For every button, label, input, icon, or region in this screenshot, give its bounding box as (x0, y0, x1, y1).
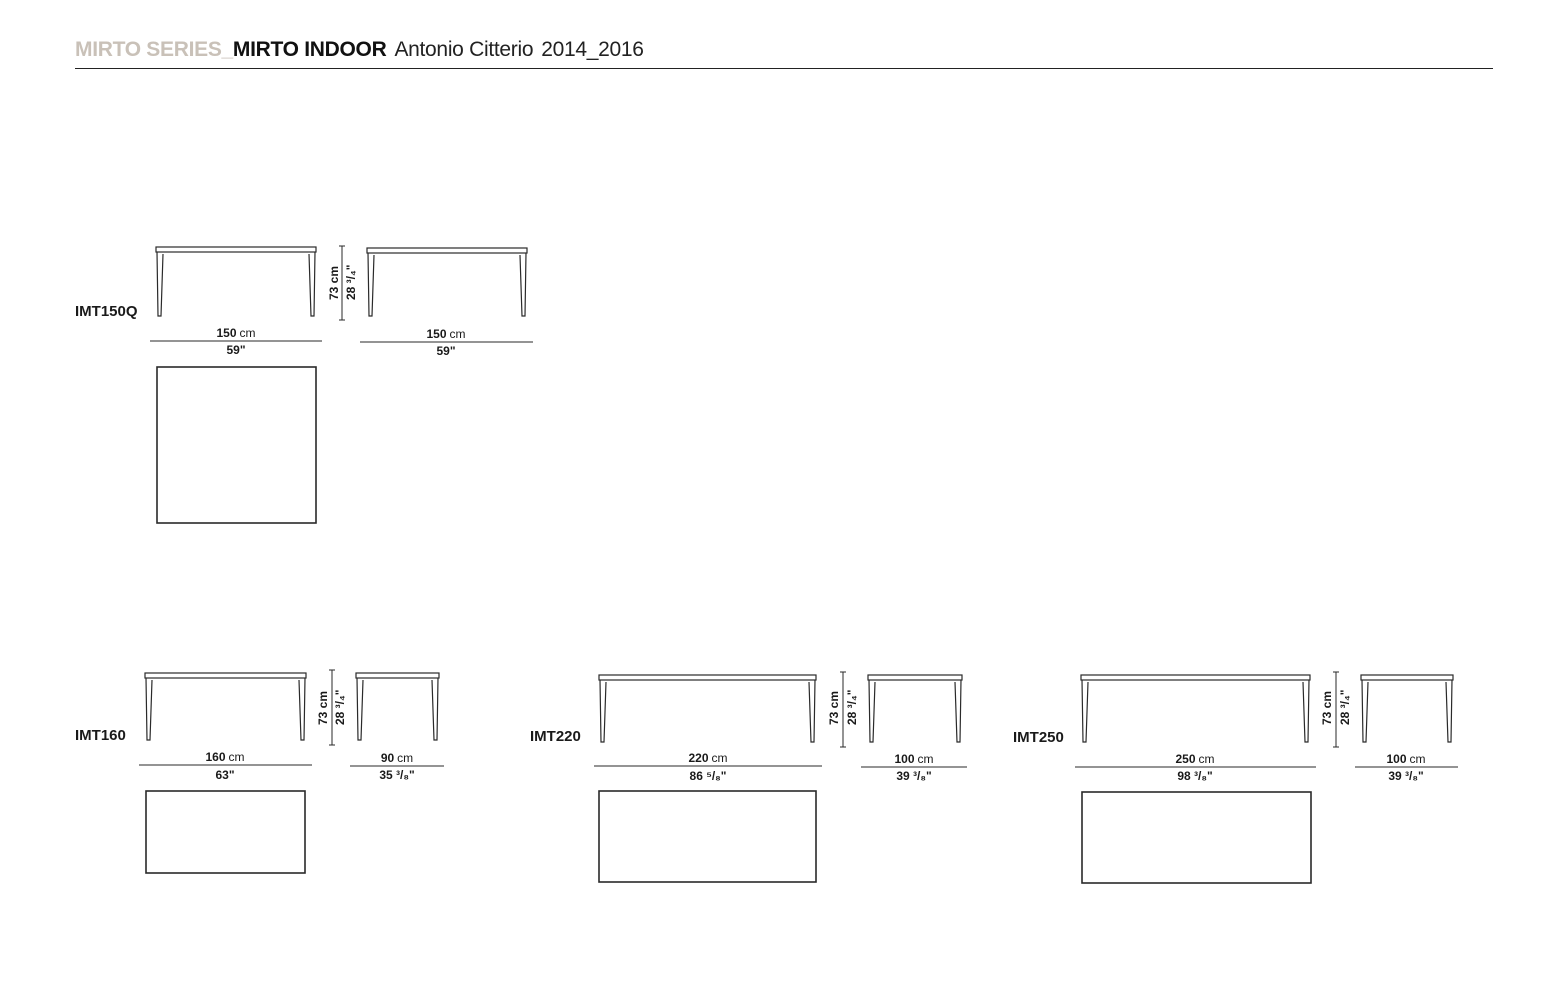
top-plan-view (598, 790, 817, 883)
depth-in: 39 ³/₈" (1388, 769, 1423, 783)
model-code: IMT250 (1013, 729, 1064, 746)
page-header: MIRTO SERIES_MIRTO INDOOR Antonio Citteri… (75, 34, 1493, 69)
model-code: IMT160 (75, 727, 126, 744)
side-elevation (867, 674, 963, 743)
side-elevation (355, 672, 440, 741)
height-cm: 73 cm (316, 691, 330, 725)
design-years: 2014_2016 (541, 38, 644, 61)
depth-in: 59" (436, 344, 455, 358)
model-code: IMT220 (530, 728, 581, 745)
front-elevation (144, 672, 307, 741)
front-elevation (155, 246, 317, 317)
series-label: MIRTO SERIES_ (75, 38, 233, 61)
width-in: 63" (215, 768, 234, 782)
width-in: 59" (226, 343, 245, 357)
front-elevation (1080, 674, 1311, 743)
top-plan-view (145, 790, 306, 874)
height-dimension: 73 cm 28 ³/₄" (316, 669, 347, 746)
model-code: IMT150Q (75, 303, 138, 320)
height-cm: 73 cm (827, 691, 841, 725)
product-name: MIRTO INDOOR (232, 38, 387, 61)
top-plan-view (1081, 791, 1312, 884)
height-in: 28 ³/₄" (845, 690, 859, 725)
side-elevation (1360, 674, 1454, 743)
designer-name: Antonio Citterio (394, 38, 534, 61)
height-dimension: 73 cm 28 ³/₄" (1320, 671, 1352, 748)
side-elevation (366, 247, 528, 317)
width-in: 86 ⁵/₈" (690, 769, 727, 783)
depth-in: 35 ³/₈" (379, 768, 414, 782)
height-cm: 73 cm (1320, 691, 1334, 725)
height-in: 28 ³/₄" (344, 265, 358, 300)
height-dimension: 73 cm 28 ³/₄" (327, 245, 358, 321)
header-title: MIRTO SERIES_MIRTO INDOOR Antonio Citteri… (75, 38, 644, 62)
width-in: 98 ³/₈" (1177, 769, 1212, 783)
height-in: 28 ³/₄" (333, 690, 347, 725)
depth-in: 39 ³/₈" (896, 769, 931, 783)
height-in: 28 ³/₄" (1338, 690, 1352, 725)
height-cm: 73 cm (327, 266, 341, 300)
front-elevation (598, 674, 817, 743)
top-plan-view (156, 366, 317, 524)
height-dimension: 73 cm 28 ³/₄" (827, 671, 859, 748)
